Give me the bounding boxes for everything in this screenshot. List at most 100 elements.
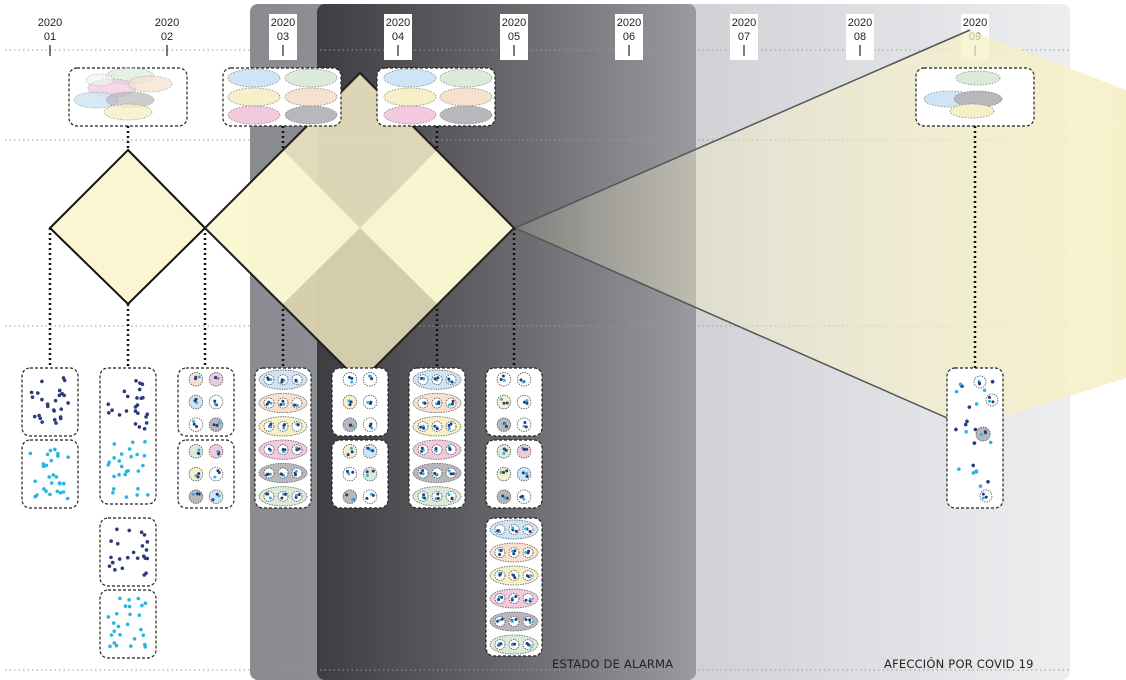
cluster-trans-bottom bbox=[177, 439, 235, 509]
data-point bbox=[115, 541, 120, 546]
data-point bbox=[109, 555, 113, 560]
data-point bbox=[112, 629, 117, 634]
month-labels: 2020012020022020032020042020052020062020… bbox=[38, 14, 989, 60]
data-point bbox=[45, 402, 50, 406]
data-point bbox=[132, 637, 137, 641]
cluster-trans-top bbox=[177, 367, 235, 437]
data-point bbox=[127, 528, 132, 533]
month-number: 07 bbox=[738, 31, 750, 43]
data-point bbox=[49, 458, 54, 463]
legend-box-sep bbox=[915, 67, 1035, 127]
data-point bbox=[66, 401, 70, 405]
month-number: 02 bbox=[161, 31, 173, 43]
data-point bbox=[135, 556, 140, 560]
data-point bbox=[40, 420, 44, 424]
data-point bbox=[66, 455, 71, 459]
month-year: 2020 bbox=[848, 17, 872, 29]
diamond-inner-bottom bbox=[283, 228, 437, 382]
cluster-apr bbox=[408, 367, 466, 509]
data-point bbox=[32, 414, 37, 419]
month-year: 2020 bbox=[155, 17, 179, 29]
data-point bbox=[54, 421, 58, 425]
data-point bbox=[109, 633, 114, 637]
data-point bbox=[37, 413, 41, 418]
data-point bbox=[127, 598, 131, 602]
covid-region-label: AFECCIÓN POR COVID 19 bbox=[884, 656, 1034, 671]
legend-box-apr bbox=[376, 67, 496, 127]
cluster-feb-cyan bbox=[99, 589, 157, 659]
data-point bbox=[41, 462, 46, 466]
data-point bbox=[30, 395, 35, 399]
data-point bbox=[38, 416, 43, 421]
data-point bbox=[128, 612, 132, 617]
data-point bbox=[52, 418, 57, 422]
cluster-may-mid bbox=[485, 439, 543, 509]
cluster-feb-navy bbox=[99, 517, 157, 587]
data-point bbox=[55, 489, 60, 494]
data-point bbox=[56, 454, 60, 458]
data-point bbox=[57, 388, 62, 393]
data-point bbox=[125, 622, 130, 627]
cluster-jan-cyan bbox=[21, 439, 79, 509]
data-point bbox=[131, 550, 136, 555]
data-point bbox=[144, 548, 149, 552]
month-number: 03 bbox=[277, 31, 289, 43]
data-point bbox=[49, 481, 54, 485]
data-point bbox=[129, 644, 133, 648]
data-point bbox=[53, 398, 58, 403]
data-point bbox=[52, 409, 56, 413]
data-point bbox=[58, 491, 63, 495]
legend-box-jan bbox=[68, 67, 188, 127]
data-point bbox=[40, 397, 44, 402]
data-point bbox=[139, 627, 143, 632]
cluster-feb-top bbox=[99, 367, 157, 505]
cluster-marapr-top bbox=[331, 367, 389, 437]
month-number: 05 bbox=[508, 31, 520, 43]
data-point bbox=[127, 604, 132, 609]
data-point bbox=[57, 393, 62, 398]
projection-cone bbox=[515, 30, 1126, 428]
data-point bbox=[109, 539, 113, 543]
data-point bbox=[61, 481, 66, 486]
data-point bbox=[62, 393, 66, 398]
data-point bbox=[28, 451, 33, 456]
connectors bbox=[48, 126, 977, 370]
data-point bbox=[120, 566, 125, 571]
data-point bbox=[65, 496, 70, 501]
data-point bbox=[54, 475, 59, 479]
month-number: 01 bbox=[44, 31, 56, 43]
data-point bbox=[111, 621, 116, 625]
data-point bbox=[42, 487, 46, 491]
month-label-01: 2020 01 bbox=[38, 17, 62, 56]
data-point bbox=[29, 390, 34, 395]
month-number: 04 bbox=[392, 31, 404, 43]
data-point bbox=[110, 560, 115, 565]
data-point bbox=[48, 492, 52, 497]
alarm-region-label: ESTADO DE ALARMA bbox=[552, 657, 673, 671]
data-point bbox=[116, 624, 121, 629]
data-point bbox=[59, 407, 64, 411]
data-point bbox=[115, 527, 119, 532]
month-number: 08 bbox=[854, 31, 866, 43]
data-point bbox=[40, 379, 44, 384]
data-point bbox=[145, 556, 150, 561]
cluster-marapr-bottom bbox=[331, 439, 389, 509]
data-point bbox=[136, 596, 141, 601]
cluster-may-bottom bbox=[485, 517, 543, 657]
cluster-jan-navy bbox=[21, 367, 79, 437]
data-point bbox=[62, 378, 67, 383]
data-point bbox=[106, 615, 111, 619]
month-year: 2020 bbox=[963, 17, 987, 29]
data-point bbox=[114, 643, 119, 648]
data-point bbox=[35, 391, 40, 395]
month-label-08: 2020 08 bbox=[846, 14, 874, 60]
cone-edge-top bbox=[514, 29, 971, 229]
month-label-02: 2020 02 bbox=[155, 17, 179, 56]
data-point bbox=[143, 645, 148, 649]
data-point bbox=[51, 473, 56, 477]
month-year: 2020 bbox=[38, 17, 62, 29]
data-point bbox=[123, 604, 128, 608]
legend-boxes bbox=[68, 67, 1035, 127]
